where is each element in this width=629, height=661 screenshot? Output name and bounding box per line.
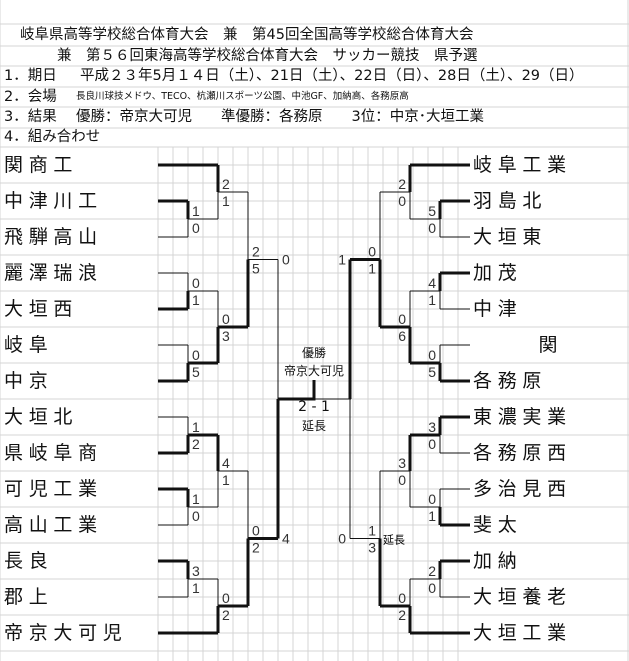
score-top: 4	[222, 455, 230, 471]
score-top: 1	[192, 419, 200, 435]
team-right-9: 多治見西	[473, 478, 572, 500]
score-top: 0	[222, 590, 230, 606]
score-bottom: 1	[368, 261, 376, 277]
team-right-11: 加納	[473, 550, 523, 572]
team-left-0: 関商工	[4, 154, 79, 176]
final-note: 延長	[301, 419, 327, 433]
score-top: 1	[192, 491, 200, 507]
score-top: 0	[192, 347, 200, 363]
score-bottom: 1	[222, 193, 230, 209]
team-left-12: 郡上	[4, 586, 54, 608]
score-top: 3	[428, 419, 436, 435]
team-left-4: 大垣西	[4, 298, 79, 320]
score-bottom: 0	[398, 193, 406, 209]
score-top: 0	[222, 311, 230, 327]
venue-label: 2．会場	[4, 89, 57, 105]
team-right-7: 東濃実業	[473, 406, 572, 428]
team-right-3: 加茂	[473, 262, 523, 284]
score-bottom: 0	[398, 472, 406, 488]
team-left-7: 大垣北	[4, 406, 79, 428]
team-left-6: 中京	[4, 370, 54, 392]
score-bottom: 0	[192, 508, 200, 524]
score-top: 2	[252, 244, 260, 260]
score-bottom: 0	[192, 220, 200, 236]
score-top: 0	[282, 252, 290, 268]
team-left-9: 可児工業	[4, 478, 103, 500]
result-value: 優勝：帝京大可児 準優勝：各務原 3位：中京･大垣工業	[76, 109, 484, 125]
score-top: 2	[222, 176, 230, 192]
team-right-0: 岐阜工業	[473, 154, 572, 176]
date-label: 1．期日	[4, 68, 57, 84]
score-bottom: 4	[282, 531, 290, 547]
score-top: 3	[398, 455, 406, 471]
team-left-8: 県岐阜商	[4, 442, 103, 464]
team-left-5: 岐阜	[4, 334, 54, 356]
venue-value: 長良川球技メドウ、TECO、杭瀬川スポーツ公園、中池GF、加納高、各務原高	[76, 91, 409, 102]
team-left-11: 長良	[4, 550, 54, 572]
score-top: 1	[338, 252, 346, 268]
score-top: 0	[368, 244, 376, 260]
score-bottom: 1	[428, 508, 436, 524]
team-left-3: 麗澤瑞浪	[4, 262, 103, 284]
score-top: 0	[252, 523, 260, 539]
score-top: 5	[428, 203, 436, 219]
score-top: 0	[398, 311, 406, 327]
pairing-label: 4．組み合わせ	[4, 129, 101, 145]
title-line-2: 兼 第５６回東海高等学校総合体育大会 サッカー競技 県予選	[57, 48, 478, 64]
score-bottom: 0	[338, 531, 346, 547]
score-bottom: 0	[428, 580, 436, 596]
team-left-13: 帝京大可児	[4, 622, 128, 644]
team-right-8: 各務原西	[473, 442, 572, 464]
score-bottom: 3	[368, 540, 376, 556]
score-bottom: 2	[398, 607, 406, 623]
final-score: 2 - 1	[298, 399, 330, 415]
result-label: 3．結果	[4, 109, 57, 125]
score-top: 0	[428, 347, 436, 363]
date-value: 平成２３年5月１４日（土）、21日（土）、22日（日）、28日（土）、29（日）	[80, 68, 584, 84]
team-right-13: 大垣工業	[473, 622, 572, 644]
score-bottom: 6	[398, 328, 406, 344]
final-label: 優勝	[301, 346, 327, 360]
score-bottom: 1	[192, 292, 200, 308]
score-top: 2	[428, 563, 436, 579]
score-bottom: 2	[192, 436, 200, 452]
champion-name: 帝京大可児	[283, 364, 345, 378]
score-bottom: 2	[252, 540, 260, 556]
team-left-2: 飛騨高山	[4, 226, 103, 248]
team-right-2: 大垣東	[473, 226, 548, 248]
title-line-1: 岐阜県高等学校総合体育大会 兼 第45回全国高等学校総合体育大会	[20, 27, 474, 43]
score-top: 0	[398, 590, 406, 606]
score-top: 0	[428, 491, 436, 507]
team-right-4: 中津	[473, 298, 523, 320]
score-bottom: 5	[252, 261, 260, 277]
score-bottom: 1	[222, 472, 230, 488]
score-bottom: 2	[222, 607, 230, 623]
team-right-6: 各務原	[473, 370, 548, 392]
score-top: 4	[428, 275, 436, 291]
score-bottom: 0	[428, 220, 436, 236]
score-bottom: 3	[222, 328, 230, 344]
team-right-5: 関	[538, 334, 558, 356]
team-left-1: 中津川工	[4, 190, 103, 212]
team-right-10: 斐太	[473, 514, 523, 536]
score-bottom: 5	[428, 364, 436, 380]
score-top: 3	[192, 563, 200, 579]
team-left-10: 高山工業	[4, 514, 103, 536]
score-bottom: 5	[192, 364, 200, 380]
score-top: 1	[192, 203, 200, 219]
score-bottom: 1	[428, 292, 436, 308]
score-top: 1	[368, 523, 376, 539]
team-right-12: 大垣養老	[473, 586, 572, 608]
overtime-note: 延長	[383, 534, 405, 547]
team-right-1: 羽島北	[473, 190, 548, 212]
score-bottom: 1	[192, 580, 200, 596]
score-top: 2	[398, 176, 406, 192]
score-bottom: 0	[428, 436, 436, 452]
score-top: 0	[192, 275, 200, 291]
